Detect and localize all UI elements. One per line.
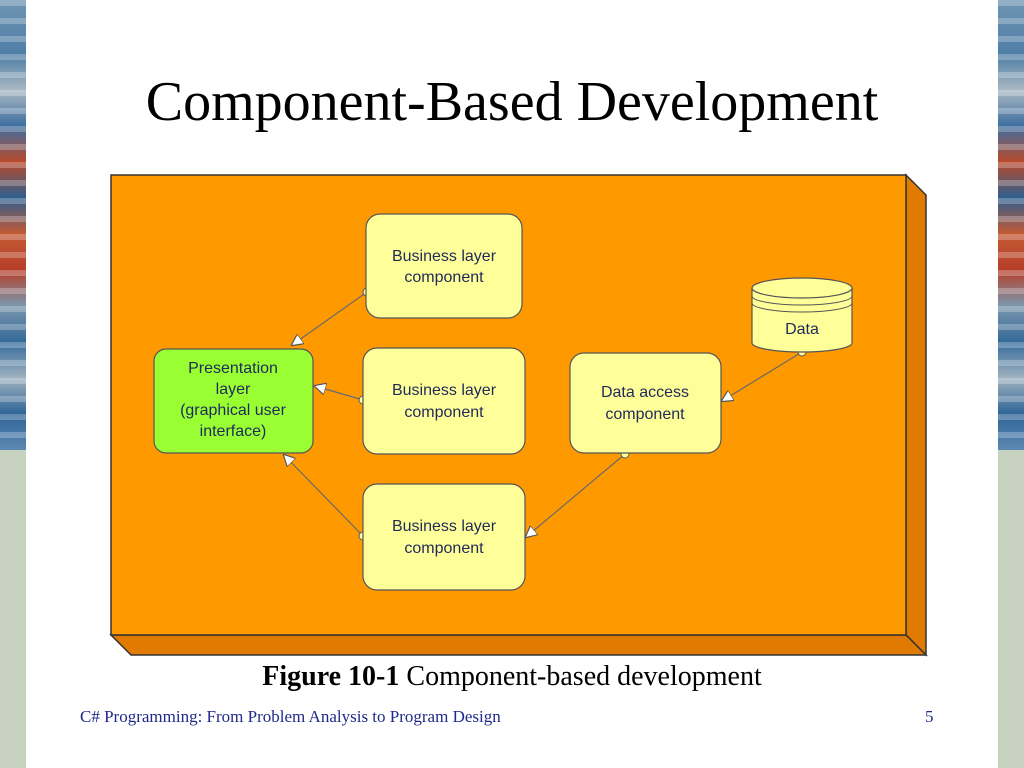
left-strip-photo <box>0 0 26 450</box>
right-decorative-strip <box>998 0 1024 768</box>
connector-data-to-data-access <box>722 351 803 401</box>
business-layer-component-top: Business layer component <box>365 213 523 319</box>
connectors <box>284 291 803 537</box>
business-top-label-line1: Business layer <box>392 248 497 265</box>
slide-title: Component-Based Development <box>145 71 879 133</box>
connector-top-to-presentation <box>292 291 368 345</box>
connector-data-access-to-bottom <box>526 453 626 537</box>
presentation-layer-node: Presentation layer (graphical user inter… <box>153 348 314 454</box>
right-strip-photo <box>998 0 1024 450</box>
business-layer-component-bottom: Business layer component <box>362 483 526 591</box>
left-strip-panel <box>0 450 26 768</box>
figure-caption: Figure 10-1 Component-based development <box>0 660 1024 694</box>
data-store-label: Data <box>785 321 819 338</box>
page-number: 5 <box>925 707 934 726</box>
presentation-label-line1: Presentation <box>188 360 278 377</box>
business-middle-label-line1: Business layer <box>392 382 497 399</box>
presentation-label-line4: interface) <box>200 423 267 440</box>
data-access-label-line2: component <box>605 406 685 423</box>
business-bottom-label-line2: component <box>404 540 484 557</box>
presentation-label-line2: layer <box>216 381 251 398</box>
data-access-component: Data access component <box>569 352 722 454</box>
business-top-label-line2: component <box>404 269 484 286</box>
connector-middle-to-presentation <box>315 386 364 401</box>
data-access-label-line1: Data access <box>601 384 689 401</box>
right-strip-panel <box>998 450 1024 768</box>
business-middle-label-line2: component <box>404 404 484 421</box>
business-layer-component-middle: Business layer component <box>362 347 526 455</box>
figure-number: Figure 10-1 <box>262 661 400 692</box>
presentation-label-line3: (graphical user <box>180 402 287 419</box>
footer-course-title: C# Programming: From Problem Analysis to… <box>80 707 501 726</box>
left-decorative-strip <box>0 0 26 768</box>
figure-caption-text: Component-based development <box>406 661 762 692</box>
connector-bottom-to-presentation <box>284 455 364 537</box>
data-store-cylinder: Data <box>751 277 853 353</box>
business-bottom-label-line1: Business layer <box>392 518 497 535</box>
